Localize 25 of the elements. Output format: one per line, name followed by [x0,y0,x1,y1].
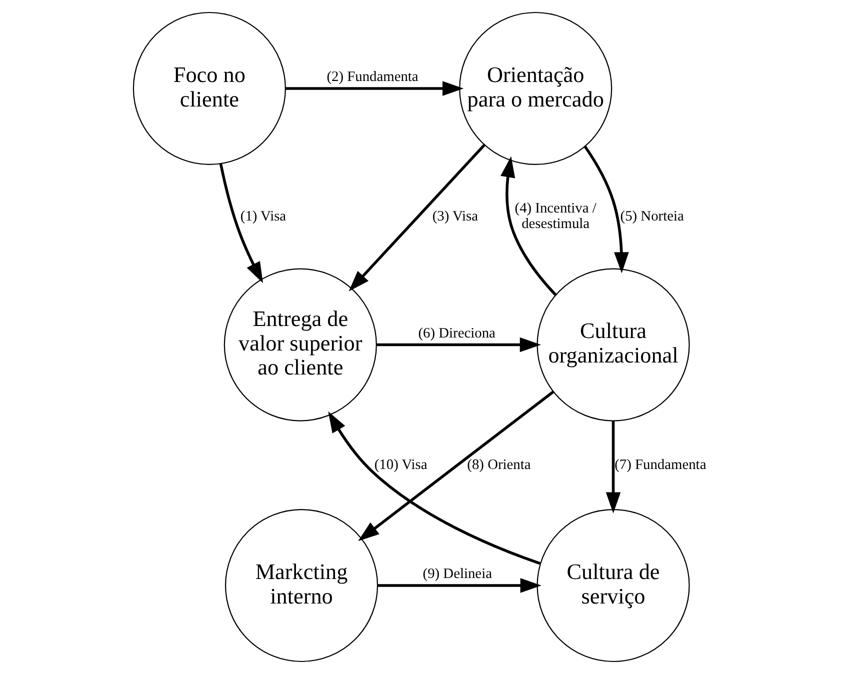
arrow [376,337,541,352]
edge-label: (1) Visa [240,208,286,224]
arrow [606,421,621,514]
node-circle: Cultura organizacional [536,268,690,422]
arrow [358,390,554,542]
node-circle: Entrega de valor superior ao cliente [224,268,377,422]
edge-label: (9) Delineia [422,566,492,582]
edge-label: (2) Fundamenta [326,69,418,86]
edge-label: (3) Visa [432,208,478,224]
arrow [378,578,542,593]
edge-label: (5) Norteia [620,208,684,224]
edge-label: (4) Incentiva / desestimula [514,200,596,232]
node-circle: Foco no cliente [132,12,286,166]
arrow [328,411,540,565]
arrow [219,163,264,284]
node-circle: Cultura de serviço [536,508,690,662]
arrow [584,146,629,274]
arrow [500,156,556,296]
edge-label: (6) Direciona [418,325,496,342]
edge-label: (10) Visa [374,456,428,473]
arrow [286,81,464,96]
edge-label: (7) Fundamenta [614,456,706,473]
edge-label: (8) Orienta [467,456,531,473]
arrow [348,144,486,292]
node-circle: Orientação para o mercado [459,12,612,166]
